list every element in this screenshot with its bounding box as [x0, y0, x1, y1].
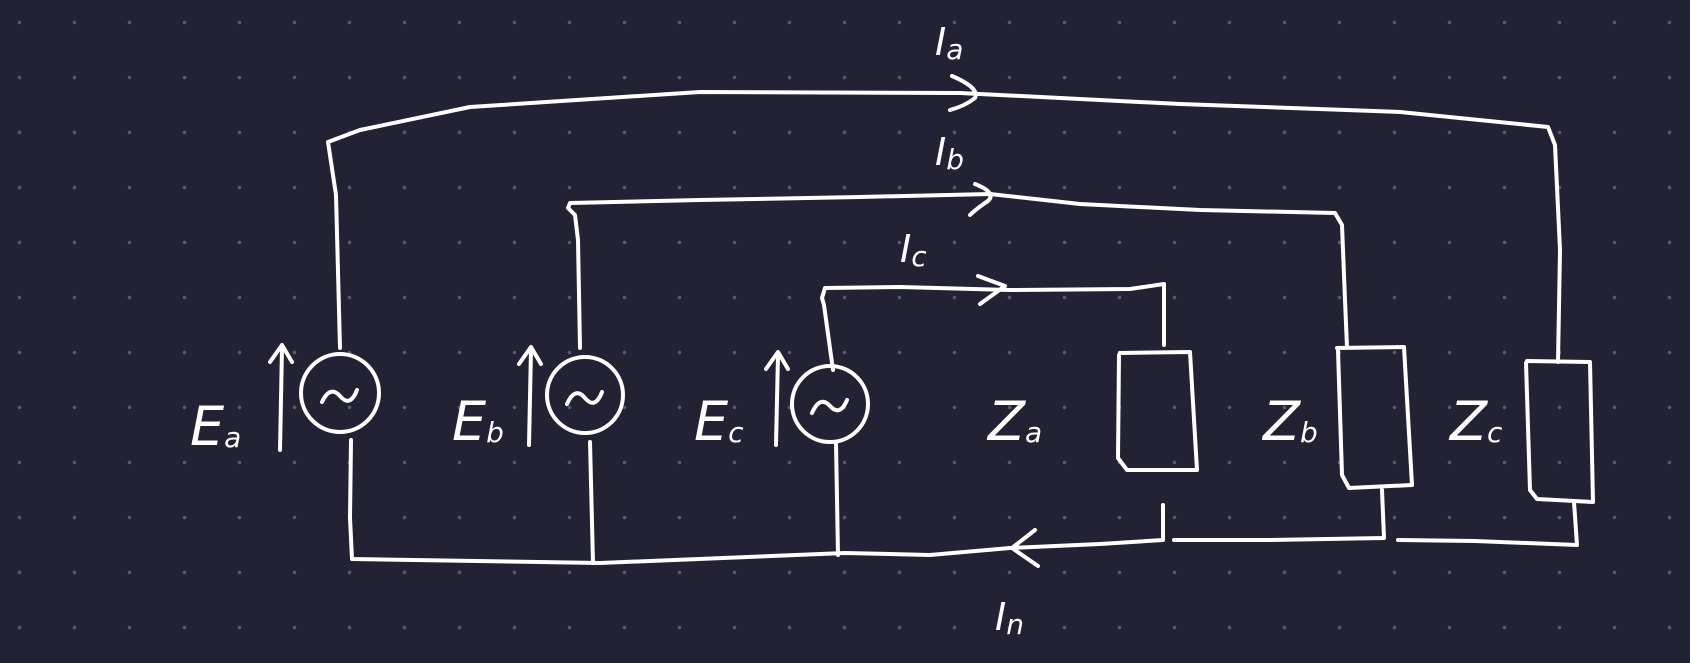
wire-phase-a — [326, 90, 1562, 364]
label-z-c: Zc — [1448, 390, 1503, 453]
label-i-n: In — [995, 595, 1024, 641]
load-b — [1335, 345, 1414, 490]
wire-neutral — [348, 438, 1579, 565]
arrow-i-n — [1010, 528, 1040, 568]
load-c — [1524, 359, 1595, 504]
label-i-b: Ib — [935, 130, 964, 176]
arrow-e-b — [517, 345, 543, 447]
label-z-b: Zb — [1261, 390, 1318, 453]
arrow-i-a — [948, 74, 978, 112]
source-c — [790, 364, 870, 444]
source-b — [545, 355, 625, 435]
arrow-i-c — [976, 274, 1007, 306]
source-a — [299, 352, 381, 434]
wire-phase-b — [566, 192, 1349, 350]
label-e-c: Ec — [694, 390, 744, 453]
arrow-e-c — [764, 350, 790, 447]
wire-phase-c — [820, 282, 1166, 372]
label-e-a: Ea — [190, 395, 241, 458]
label-e-b: Eb — [452, 390, 504, 453]
arrow-i-b — [968, 182, 993, 217]
label-z-a: Za — [986, 390, 1042, 453]
label-i-c: Ic — [900, 227, 927, 273]
load-a — [1116, 350, 1199, 472]
arrow-e-a — [268, 343, 294, 452]
label-i-a: Ia — [935, 20, 963, 66]
